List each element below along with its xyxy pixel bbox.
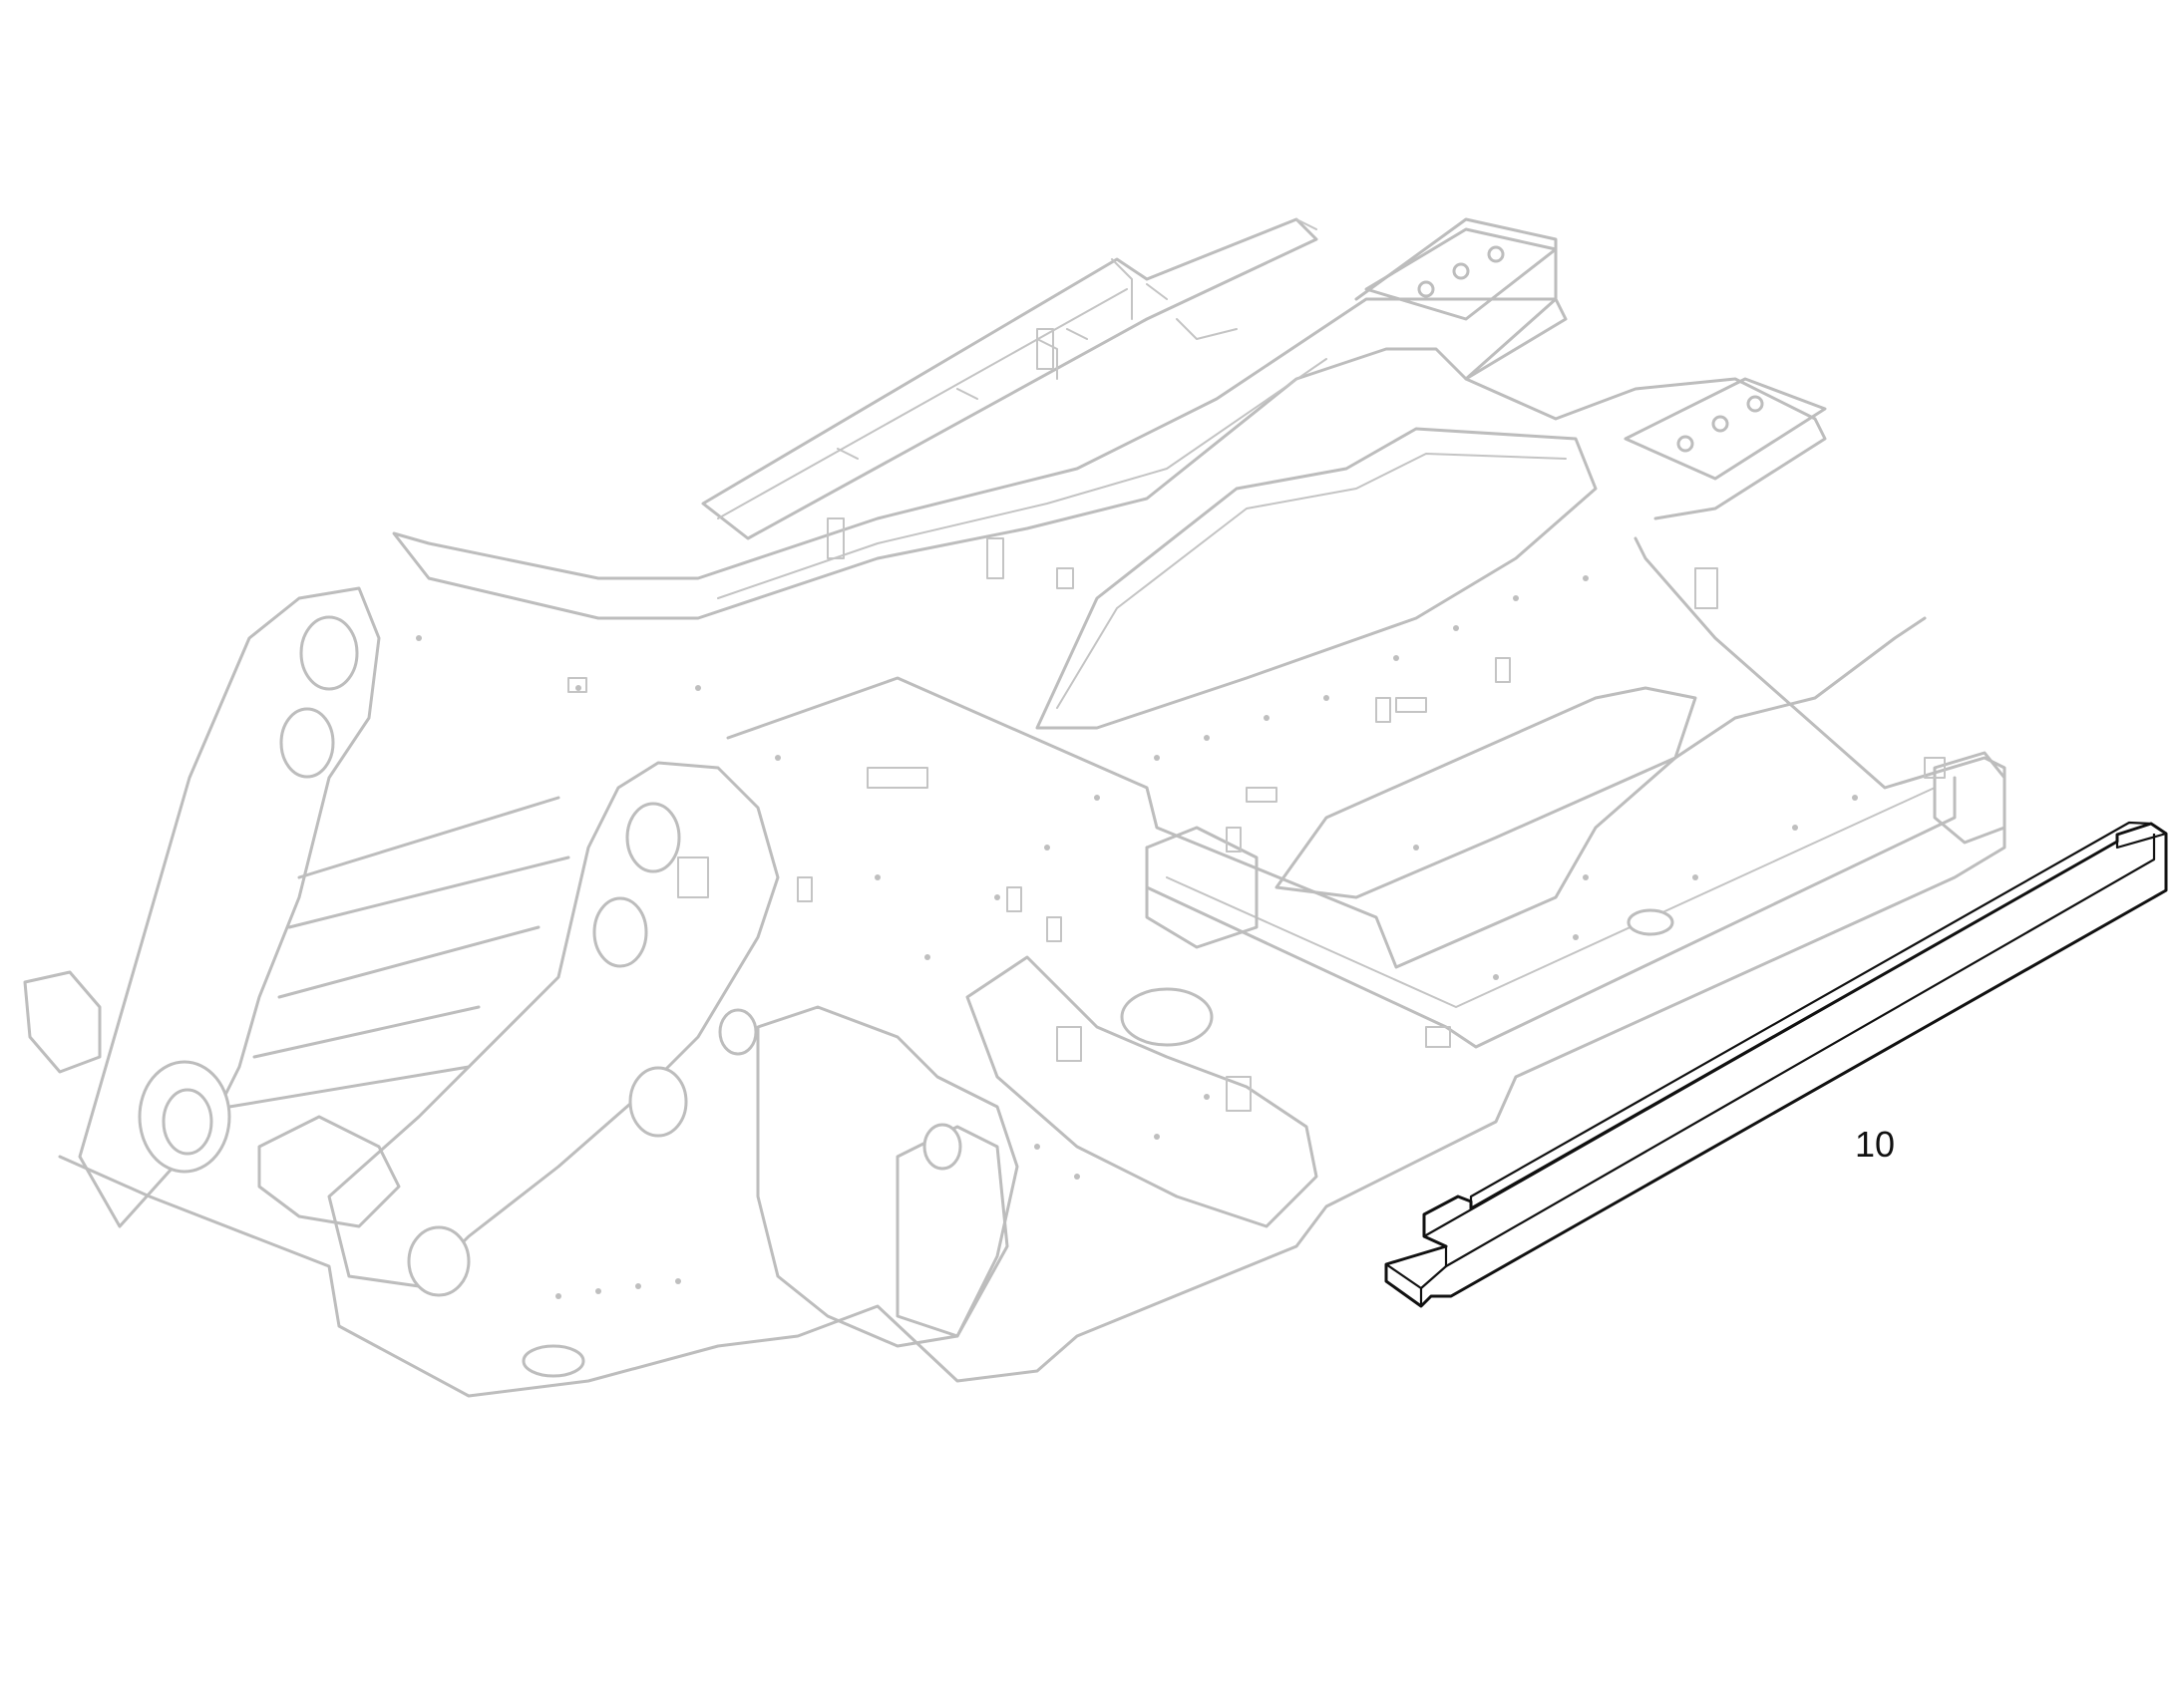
rear-left-bracket — [23, 970, 102, 1074]
pad-hole-6 — [1746, 395, 1764, 413]
upper-rail-brackets — [1036, 218, 1317, 380]
housing-pivot — [922, 1123, 962, 1171]
rear-cross-member — [1354, 217, 1827, 520]
base-access-hole — [522, 1344, 585, 1378]
pad-hole-1 — [1417, 280, 1435, 298]
rear-pad-upper — [1364, 227, 1558, 321]
lower-rail-detail — [1166, 787, 1936, 1008]
front-housing-plate — [896, 1125, 1009, 1338]
upper-side-rail — [701, 217, 1318, 540]
cross-beam-upper — [277, 796, 570, 999]
left-boom-plate — [78, 586, 381, 1228]
part-10-channel-rail: 10 — [1384, 821, 2168, 1308]
front-housing — [756, 1005, 1019, 1348]
deck-slot — [1274, 686, 1697, 899]
callout-label-10: 10 — [1855, 1124, 1895, 1165]
right-bracket — [1145, 826, 1259, 949]
rear-pad-lower — [1624, 377, 1827, 481]
channel-rail-web — [1423, 841, 2118, 1237]
lower-deck — [726, 616, 1927, 969]
deck-hole — [1627, 908, 1674, 936]
small-brackets — [567, 328, 1946, 1112]
channel-rail-bottom-lip — [1384, 1263, 1447, 1306]
upper-beam-inner — [717, 358, 1327, 599]
pad-hole-3 — [1487, 245, 1505, 263]
bolt-holes — [416, 575, 1858, 1299]
right-end-bracket — [1933, 751, 2006, 845]
frame-base-outline — [58, 536, 2006, 1398]
housing-pivot-left — [718, 1008, 758, 1056]
channel-rail-inner-edge — [1444, 834, 2156, 1268]
inspection-frame — [965, 955, 1318, 1228]
upper-main-beam — [392, 297, 1568, 620]
front-plate-hole-3 — [628, 1066, 688, 1138]
inspection-hole — [1120, 987, 1214, 1047]
front-boom-plate — [327, 761, 780, 1288]
left-plate-pivot-inner — [162, 1088, 213, 1156]
front-plate-hole-2 — [592, 896, 648, 968]
upper-side-rail-detail — [717, 288, 1128, 519]
left-plate-hole-lower — [279, 707, 335, 779]
pad-hole-4 — [1676, 435, 1694, 453]
cylinder-mount — [257, 1115, 401, 1228]
left-plate-hole-upper — [299, 615, 359, 691]
pad-hole-2 — [1452, 262, 1470, 280]
front-plate-hole-1 — [625, 802, 681, 873]
channel-rail-end — [2115, 832, 2167, 850]
central-opening-inner — [1056, 453, 1567, 709]
machine-frame — [23, 217, 2006, 1398]
front-plate-pivot — [407, 1225, 471, 1297]
pad-hole-5 — [1711, 415, 1729, 433]
cross-beam-lower — [227, 1005, 481, 1109]
channel-rail-top-flange — [1469, 821, 2152, 1208]
central-opening — [1035, 427, 1598, 730]
